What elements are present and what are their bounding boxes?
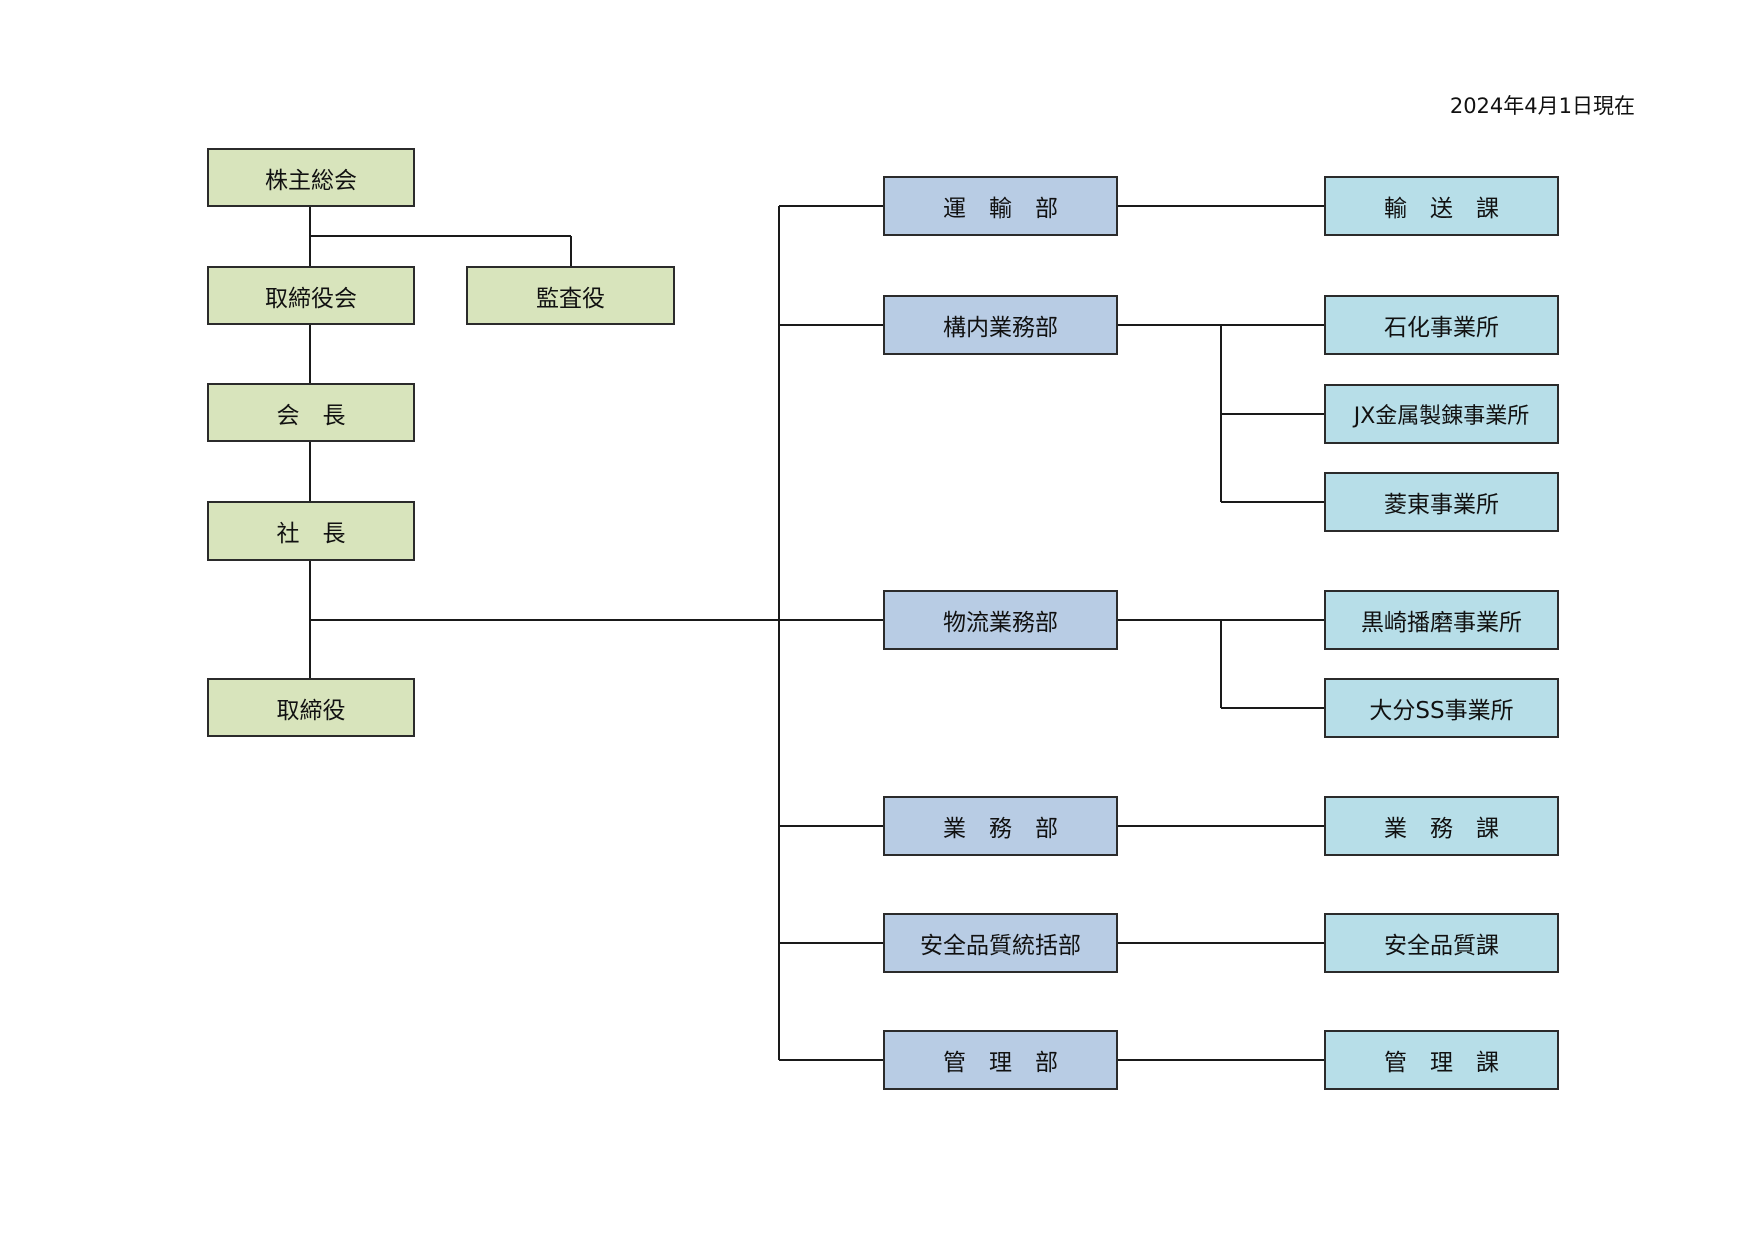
section-box-operations: 業 務 課 [1324,796,1559,856]
office-box-jx-metals-smelting: JX金属製錬事業所 [1324,384,1559,444]
office-box-krosaki-harima: 黒崎播磨事業所 [1324,590,1559,650]
office-box-petrochemical: 石化事業所 [1324,295,1559,355]
section-box-transport: 輸 送 課 [1324,176,1559,236]
section-box-administration: 管 理 課 [1324,1030,1559,1090]
office-box-oita-ss: 大分SS事業所 [1324,678,1559,738]
board-of-directors-box: 取締役会 [207,266,415,325]
as-of-date: 2024年4月1日現在 [1449,94,1635,118]
directors-box: 取締役 [207,678,415,737]
office-box-ryoto: 菱東事業所 [1324,472,1559,532]
president-box: 社 長 [207,501,415,561]
auditor-box: 監査役 [466,266,675,325]
department-box-logistics-operations: 物流業務部 [883,590,1118,650]
department-box-administration: 管 理 部 [883,1030,1118,1090]
chairman-box: 会 長 [207,383,415,442]
shareholders-meeting-box: 株主総会 [207,148,415,207]
department-box-safety-quality: 安全品質統括部 [883,913,1118,973]
department-box-transport: 運 輸 部 [883,176,1118,236]
section-box-safety-quality: 安全品質課 [1324,913,1559,973]
department-box-onsite-operations: 構内業務部 [883,295,1118,355]
department-box-operations: 業 務 部 [883,796,1118,856]
